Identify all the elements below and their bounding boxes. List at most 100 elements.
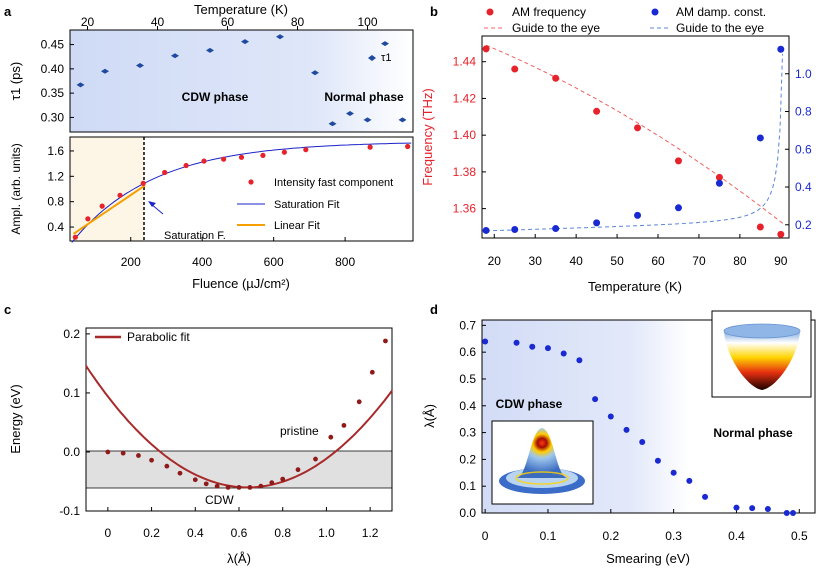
- saturation-fit-curve: [71, 142, 412, 243]
- y-tick-label: 0.1: [459, 479, 476, 493]
- am-frequency-point: [482, 45, 490, 53]
- tau-data-point: [171, 53, 179, 59]
- energy-data-series: [105, 338, 388, 490]
- y-tick-label: 0.40: [41, 62, 65, 76]
- legend-label-linear: Linear Fit: [274, 220, 320, 232]
- intensity-data-point: [72, 234, 78, 240]
- x-tick-label: 60: [221, 15, 235, 29]
- tau-y-axis-title: τ1 (ps): [8, 62, 23, 100]
- y-tick-label: 0.6: [795, 142, 812, 156]
- x-tick-label: 80: [291, 15, 305, 29]
- x-tick-label: 0.1: [540, 529, 557, 543]
- intensity-data-point: [117, 192, 123, 198]
- cdw-phase-label-a: CDW phase: [182, 90, 249, 104]
- lambda-data-point: [783, 510, 790, 516]
- lambda-data-point: [482, 338, 489, 345]
- intensity-data-point: [85, 216, 91, 222]
- am-frequency-point: [756, 223, 764, 231]
- am-damping-point: [777, 45, 785, 53]
- intensity-data-point: [281, 149, 287, 155]
- y-tick-label: 0.35: [41, 86, 65, 100]
- am-damping-point: [715, 179, 723, 187]
- lambda-data-point: [639, 438, 646, 445]
- y-tick-label: 0.0: [63, 445, 80, 459]
- am-damping-series: [482, 45, 785, 234]
- energy-data-point: [214, 483, 220, 489]
- x-tick-label: 200: [121, 255, 141, 269]
- cdw-energy-band: [86, 451, 392, 488]
- lambda-data-point: [733, 504, 740, 511]
- am-frequency-point: [593, 107, 601, 115]
- lambda-data-point: [686, 477, 693, 484]
- am-frequency-point: [552, 74, 560, 82]
- y-tick-label: 0.6: [459, 345, 476, 359]
- y-tick-label: 0.8: [795, 105, 812, 119]
- legend-marker-am-damping: [651, 8, 659, 16]
- x-tick-label: 80: [733, 254, 747, 268]
- x-tick-label: 0.2: [143, 526, 160, 540]
- y-tick-label: 0.45: [41, 38, 65, 52]
- lambda-data-point: [790, 510, 797, 516]
- lambda-y-axis-title: λ(Å): [422, 404, 437, 428]
- energy-data-point: [225, 484, 231, 490]
- energy-data-point: [280, 476, 286, 482]
- energy-data-point: [177, 470, 183, 476]
- legend-label-damp-guide: Guide to the eye: [676, 21, 764, 35]
- x-tick-label: 20: [81, 15, 95, 29]
- energy-y-axis-title: Energy (eV): [8, 384, 23, 453]
- tau-data-point: [381, 41, 389, 47]
- temperature-x-axis-title: Temperature (K): [588, 279, 682, 294]
- energy-y-ticks: -0.10.00.10.2: [59, 327, 90, 518]
- lambda-data-point: [764, 505, 771, 512]
- lambda-data-point: [529, 343, 536, 350]
- am-damping-point: [634, 211, 642, 219]
- tau-data-point: [328, 121, 337, 127]
- lambda-y-ticks: 0.00.10.20.30.40.50.60.7: [459, 318, 486, 520]
- x-tick-label: 40: [151, 15, 165, 29]
- am-damping-point: [552, 225, 560, 233]
- frequency-guide-line: [485, 44, 786, 226]
- top-plot-frame: [69, 29, 414, 133]
- pristine-annotation: pristine: [280, 424, 319, 438]
- legend-label-am-frequency: AM frequency: [512, 5, 586, 19]
- intensity-data-point: [367, 144, 373, 150]
- y-tick-label: 1.36: [453, 202, 477, 216]
- tau-data-point: [346, 111, 354, 117]
- y-tick-label: 0.8: [47, 195, 64, 209]
- intensity-data-point: [405, 143, 411, 150]
- legend-label-freq-guide: Guide to the eye: [512, 21, 600, 35]
- damping-y-ticks: 0.20.40.60.81.0: [785, 67, 812, 232]
- saturation-arrow-head: [148, 201, 156, 207]
- intensity-fast-series: [72, 143, 411, 240]
- intensity-data-point: [183, 162, 189, 169]
- am-frequency-series: [482, 45, 785, 238]
- lambda-data-point: [749, 505, 756, 512]
- am-frequency-point: [715, 173, 723, 181]
- panel-label-d: d: [430, 302, 438, 317]
- damping-guide-line: [486, 53, 783, 232]
- linear-fit-line: [73, 184, 146, 235]
- energy-data-point: [341, 423, 347, 428]
- energy-data-point: [269, 480, 275, 486]
- energy-data-point: [149, 457, 154, 463]
- y-tick-label: 0.4: [795, 180, 812, 194]
- smearing-x-axis-title: Smearing (eV): [606, 551, 690, 566]
- intensity-data-point: [99, 203, 105, 209]
- intensity-data-point: [201, 158, 207, 164]
- cdw-phase-label-d: CDW phase: [496, 397, 563, 411]
- x-tick-label: 800: [335, 255, 355, 269]
- x-tick-label: 100: [357, 15, 377, 29]
- panel-b-frame: [481, 35, 790, 239]
- normal-phase-label-d: Normal phase: [713, 426, 793, 440]
- x-tick-label: 70: [692, 254, 706, 268]
- am-damping-point: [674, 204, 682, 212]
- y-tick-label: 0.0: [459, 506, 476, 520]
- intensity-data-point: [260, 152, 266, 158]
- legend-marker-intensity: [248, 179, 254, 185]
- energy-data-point: [203, 481, 209, 487]
- am-frequency-point: [777, 230, 785, 238]
